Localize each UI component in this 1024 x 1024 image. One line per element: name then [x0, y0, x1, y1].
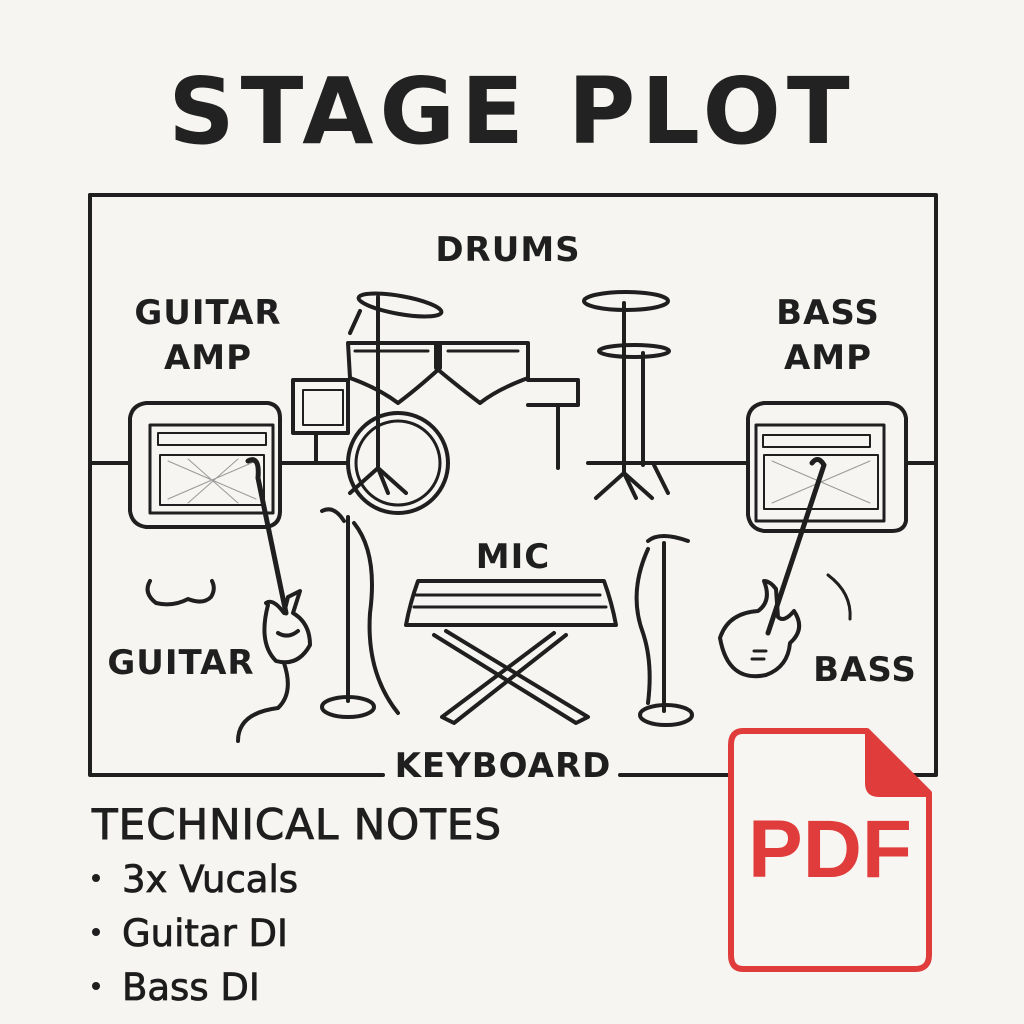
bass-amp-icon — [746, 401, 908, 533]
list-item: Guitar DI — [92, 907, 502, 961]
mic-stand-icon — [320, 507, 400, 719]
mic-label: MIC — [475, 537, 551, 577]
mic-stand-icon-right — [634, 534, 694, 727]
drum-kit-icon — [291, 290, 671, 515]
bass-amp-label-line2: AMP — [783, 338, 873, 378]
page-title: STAGE PLOT — [168, 58, 856, 165]
drums-label: DRUMS — [435, 230, 581, 270]
bass-guitar-icon — [718, 457, 852, 679]
technical-notes: TECHNICAL NOTES 3x Vucals Guitar DI Bass… — [91, 800, 503, 1015]
technical-notes-list: 3x Vucals Guitar DI Bass DI — [92, 853, 502, 1015]
guitar-amp-icon — [128, 401, 282, 529]
guitar-label: GUITAR — [107, 643, 255, 683]
keyboard-stand-icon — [404, 579, 618, 725]
guitar-icon — [236, 457, 312, 743]
guitar-amp-label-line1: GUITAR — [134, 293, 282, 333]
bass-label: BASS — [813, 650, 917, 690]
bullet-icon — [92, 981, 100, 990]
keyboard-label: KEYBOARD — [394, 746, 612, 786]
technical-notes-title: TECHNICAL NOTES — [91, 800, 503, 850]
stage-diagram: DRUMS GUITAR AMP BASS AMP MIC GUITAR BAS… — [88, 193, 938, 786]
pdf-label: PDF — [748, 804, 912, 895]
bullet-icon — [92, 873, 100, 882]
pdf-file-icon[interactable]: PDF — [727, 727, 933, 973]
guitar-amp-label-line2: AMP — [163, 338, 253, 378]
list-item: 3x Vucals — [92, 853, 502, 907]
list-item: Bass DI — [92, 961, 502, 1015]
bass-amp-label-line1: BASS — [776, 293, 880, 333]
cable-icon — [145, 579, 216, 607]
bullet-icon — [92, 927, 100, 936]
